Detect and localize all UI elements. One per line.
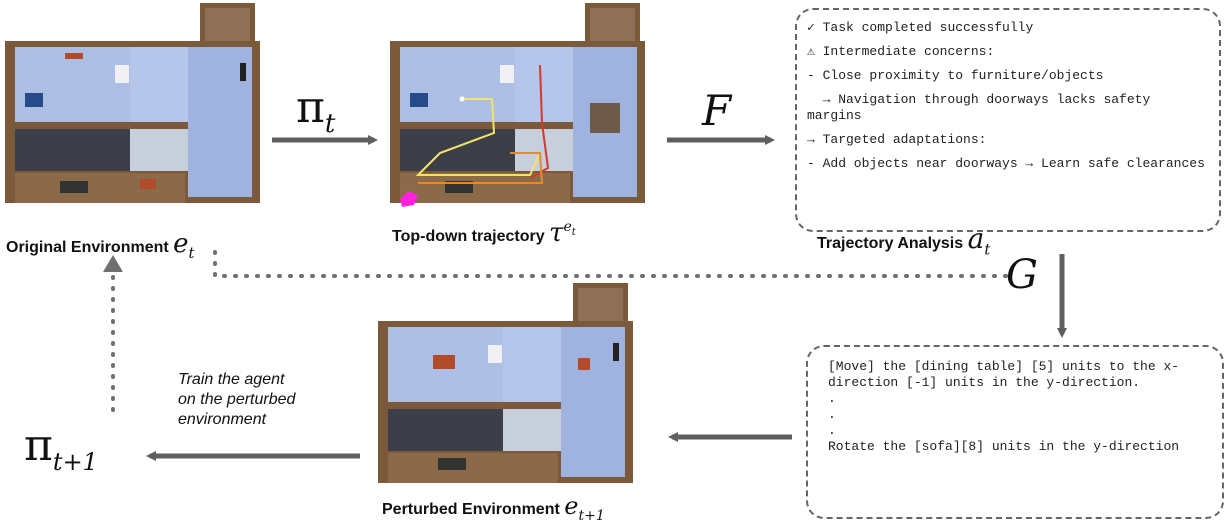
analysis-line: ✓ Task completed successfully: [807, 20, 1034, 35]
caption-text: Perturbed Environment: [382, 501, 560, 518]
caption-text: Original Environment: [6, 239, 169, 256]
edit-line: .: [828, 423, 836, 438]
edit-instructions-box: [Move] the [dining table] [5] units to t…: [806, 345, 1224, 519]
edit-line: Rotate the [sofa][8] units in the y-dire…: [828, 439, 1180, 454]
dotted-arrowhead: [103, 255, 123, 272]
trajectory-analysis-box: ✓ Task completed successfully ⚠ Intermed…: [795, 8, 1221, 232]
train-label-line: environment: [178, 411, 267, 428]
train-label-line: Train the agent: [178, 371, 285, 388]
analysis-line: → Navigation through doorways lacks safe…: [807, 92, 1159, 123]
e-t-symbol: et: [173, 229, 195, 263]
tau-symbol: τet: [549, 218, 576, 248]
caption-text: Trajectory Analysis: [817, 235, 964, 252]
caption-text: Top-down trajectory: [392, 228, 545, 245]
analysis-line: → Targeted adaptations:: [807, 132, 987, 147]
original-environment-caption: Original Environment et: [6, 229, 195, 262]
dotted-connector-env-to-G: [213, 250, 1012, 278]
F-label: F: [702, 86, 732, 135]
pi-t-label: πt: [296, 82, 336, 139]
analysis-line: ⚠ Intermediate concerns:: [807, 44, 995, 59]
topdown-trajectory-image: [390, 3, 645, 207]
analysis-line: - Close proximity to furniture/objects: [807, 68, 1104, 83]
perturbed-environment-caption: Perturbed Environment et+1: [382, 492, 605, 524]
train-label-line: on the perturbed: [178, 391, 296, 408]
analysis-line: - Add objects near doorways → Learn safe…: [807, 156, 1205, 171]
train-agent-label: Train the agent on the perturbed environ…: [178, 370, 295, 430]
perturbed-environment-image: [378, 283, 633, 483]
original-environment-image: [5, 3, 260, 203]
e-t1-symbol: et+1: [564, 492, 605, 524]
edit-line: [Move] the [dining table] [5] units to t…: [828, 359, 1180, 390]
G-label: G: [1006, 252, 1038, 298]
edit-line: .: [828, 407, 836, 422]
edit-line: .: [828, 391, 836, 406]
topdown-trajectory-caption: Top-down trajectory τet: [392, 218, 576, 248]
pi-t1-label: πt+1: [24, 420, 98, 476]
